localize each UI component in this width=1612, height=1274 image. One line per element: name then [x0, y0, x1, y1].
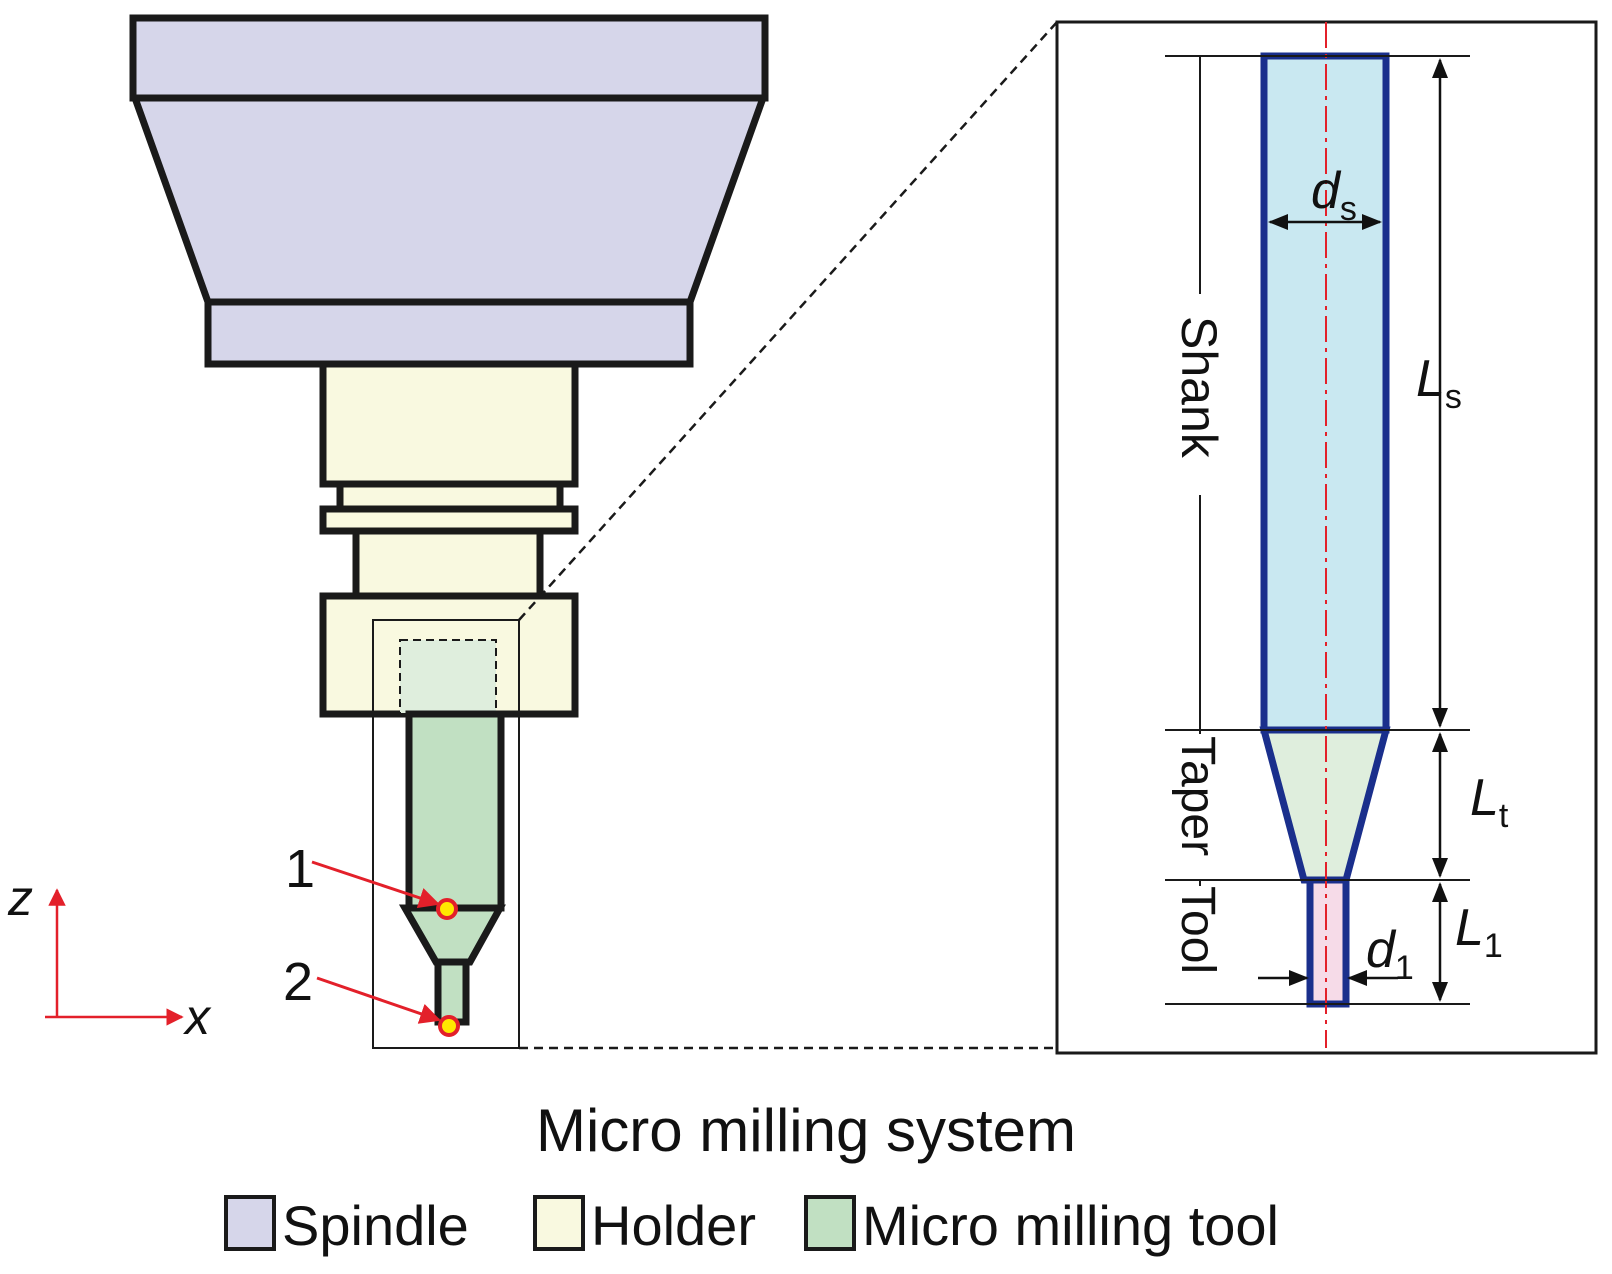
Lt-label: Lt: [1470, 769, 1509, 835]
spindle-nose: [204, 298, 694, 368]
coordinate-axes: z x: [7, 870, 212, 1045]
L1-label: L1: [1455, 899, 1503, 965]
point-2-leader: [316, 976, 441, 1024]
extension-lines: [1165, 55, 1470, 1005]
tool-shank: [405, 710, 505, 912]
point-2-marker: [438, 1015, 460, 1037]
tool-label: Tool: [1171, 886, 1224, 974]
legend-swatch-holder: [533, 1195, 585, 1251]
legend-label-tool: Micro milling tool: [862, 1194, 1279, 1257]
holder-upper-body: [319, 360, 579, 488]
Ls-label: Ls: [1416, 350, 1462, 416]
tool-tip: [434, 958, 470, 1026]
legend-label-spindle: Spindle: [282, 1194, 469, 1257]
point-2-marker-group: 2: [283, 952, 460, 1037]
tool-taper: [398, 904, 506, 966]
d1-label: d1: [1366, 921, 1414, 987]
ds-dimension: ds: [1268, 162, 1382, 230]
ds-label: ds: [1311, 162, 1357, 228]
legend-swatch-spindle: [224, 1195, 276, 1251]
holder-neck-2: [352, 527, 544, 600]
micro-milling-tool: [398, 639, 506, 1026]
legend-swatch-tool: [804, 1195, 856, 1251]
legend-label-holder: Holder: [591, 1194, 756, 1257]
legend: Spindle Holder Micro milling tool: [224, 1194, 1279, 1257]
detail-tool-tip: [1306, 876, 1350, 1008]
tool-shank-inside-holder: [399, 639, 497, 715]
z-axis-label: z: [7, 870, 33, 926]
taper-label: Taper: [1171, 736, 1224, 856]
point-1-marker: [436, 898, 458, 920]
point-1-label: 1: [285, 839, 315, 899]
spindle-top-block: [129, 14, 769, 102]
x-axis-label: x: [183, 989, 212, 1045]
d1-dimension: d1: [1258, 921, 1414, 987]
spindle: [129, 14, 769, 368]
point-1-marker-group: 1: [285, 839, 458, 920]
point-2-label: 2: [283, 952, 313, 1012]
shank-label: Shank: [1171, 316, 1227, 459]
spindle-cone: [130, 94, 768, 306]
zoom-region: [372, 619, 520, 1049]
point-1-leader: [311, 860, 440, 908]
holder-neck-1: [336, 480, 564, 513]
caption: Micro milling system: [536, 1097, 1076, 1164]
